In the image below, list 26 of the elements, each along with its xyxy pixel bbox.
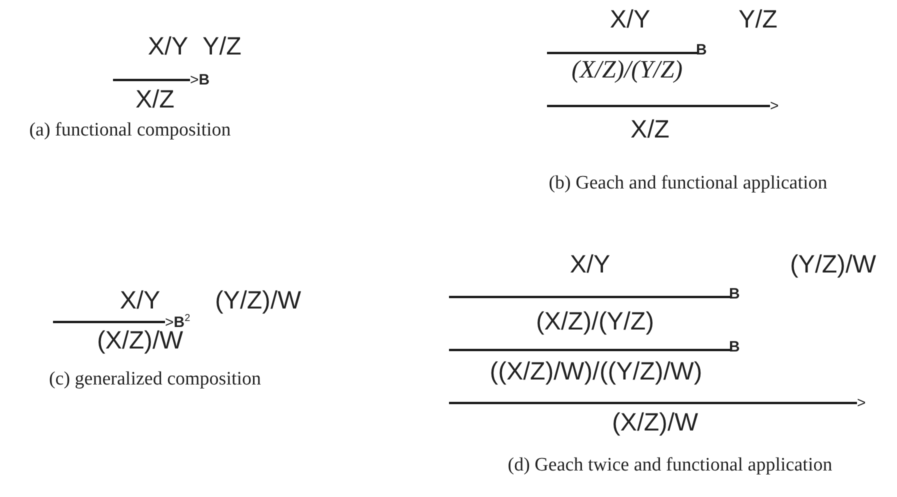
category-label: (X/Z)/(Y/Z) bbox=[536, 310, 654, 334]
caption: (b) Geach and functional application bbox=[548, 174, 828, 192]
category-label: X/Y bbox=[570, 252, 610, 278]
caption: (d) Geach twice and functional application bbox=[508, 456, 832, 474]
category-label: (X/Z)/W bbox=[96, 328, 184, 354]
category-label: (Y/Z)/W bbox=[214, 288, 302, 314]
rule-mark: >B$^{2}$ bbox=[165, 314, 190, 330]
rule-mark: B bbox=[696, 42, 707, 58]
category-label: ((X/Z)/W)/((Y/Z)/W) bbox=[490, 360, 702, 384]
category-label: X/Z bbox=[630, 118, 670, 142]
rule-mark: >B bbox=[190, 72, 210, 88]
rule-mark: > bbox=[770, 98, 779, 114]
caption: (c) generalized composition bbox=[48, 370, 262, 388]
caption: (a) functional composition bbox=[29, 120, 231, 140]
rule-mark: B bbox=[729, 340, 740, 354]
rule-mark: > bbox=[857, 396, 866, 410]
category-label: X/Y bbox=[148, 34, 188, 60]
category-label: Y/Z bbox=[738, 8, 778, 32]
category-label: X/Z bbox=[136, 88, 174, 112]
category-label: (X/Z)/W bbox=[612, 410, 698, 436]
category-label: (X/Z)/(Y/Z) bbox=[571, 58, 683, 82]
category-label: X/Y bbox=[120, 288, 160, 314]
category-label: X/Y bbox=[610, 8, 650, 32]
category-label: (Y/Z)/W bbox=[790, 252, 876, 278]
category-label: Y/Z bbox=[202, 34, 242, 60]
rule-mark: B bbox=[729, 286, 740, 302]
